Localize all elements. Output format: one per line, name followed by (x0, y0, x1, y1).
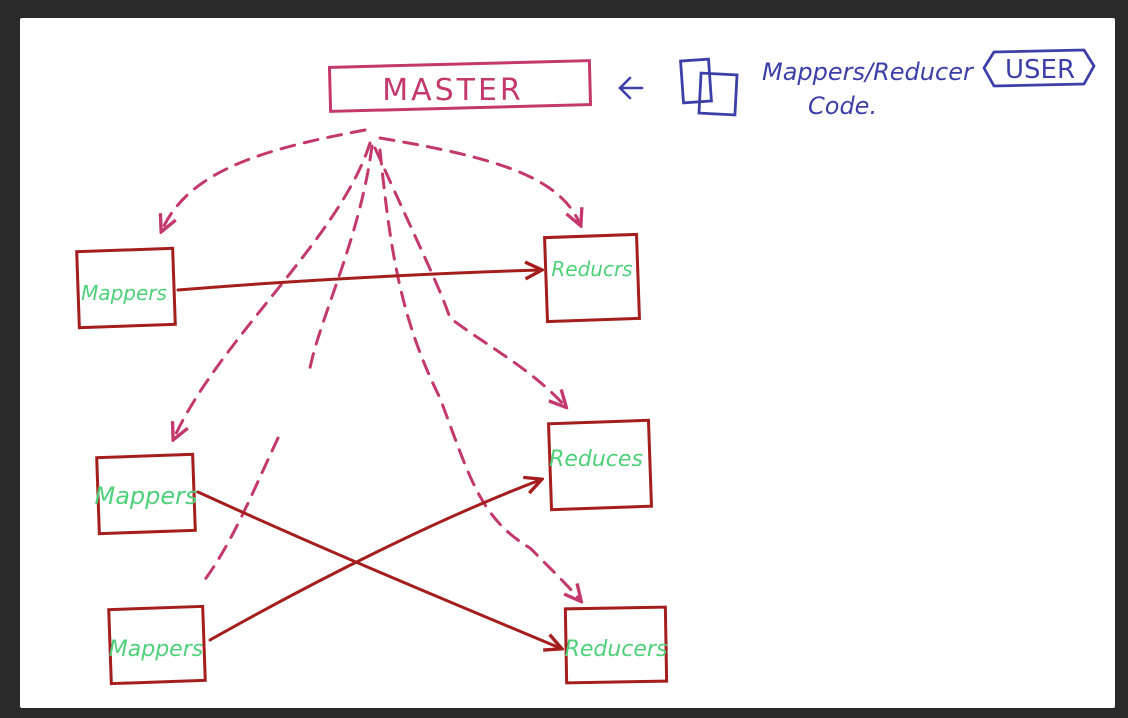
master-dispatch-arrows (162, 128, 580, 600)
user-node: USER (982, 48, 1096, 88)
mapper-label-2: Mappers (94, 482, 197, 510)
mapper-label-3: Mappers (109, 637, 203, 662)
user-label: USER (1005, 55, 1075, 85)
code-note-line2: Code. (808, 92, 877, 120)
mapper-node-1: Mappers (75, 246, 177, 330)
mapper-label-1: Mappers (81, 281, 167, 305)
reducer-label-1: Reducrs (551, 257, 632, 281)
reducer-label-3: Reducers (565, 637, 668, 662)
reducer-node-1: Reducrs (543, 232, 641, 324)
reducer-node-3: Reducers (563, 605, 669, 685)
whiteboard-canvas: MASTER Mappers/Reducer Code. USER Mapper… (20, 18, 1115, 708)
data-flow-arrows (176, 270, 560, 648)
diagram-svg: MASTER Mappers/Reducer Code. USER Mapper… (75, 48, 1096, 686)
reducer-label-2: Reduces (549, 447, 643, 472)
code-to-master-arrow (618, 76, 644, 100)
master-label: MASTER (382, 73, 524, 108)
master-node: MASTER (327, 59, 593, 113)
code-note-line1: Mappers/Reducer (762, 58, 975, 86)
mapper-node-2: Mappers (94, 452, 198, 536)
code-file-icon (679, 57, 739, 117)
mapper-node-3: Mappers (107, 604, 207, 686)
reducer-node-2: Reduces (546, 418, 654, 512)
